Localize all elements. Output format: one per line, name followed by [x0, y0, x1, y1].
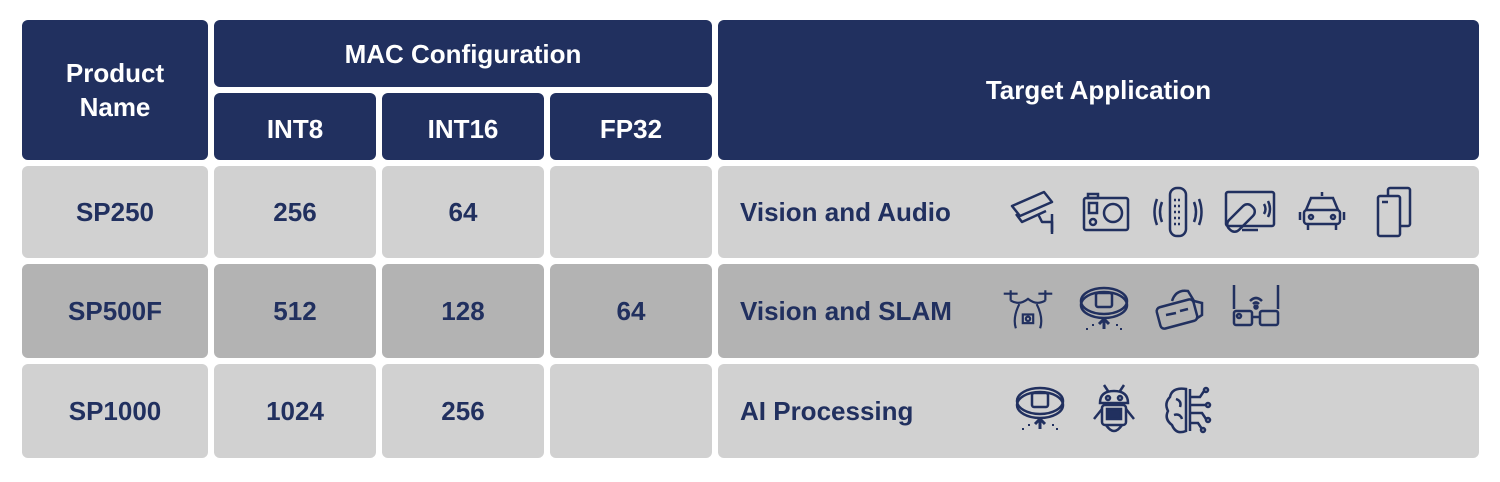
product-name: SP1000 — [68, 395, 162, 426]
security-camera-icon — [1008, 182, 1060, 242]
smart-speaker-icon — [1152, 182, 1204, 242]
header-product-name: Product Name — [22, 20, 208, 160]
smart-tv-remote-icon — [1224, 182, 1276, 242]
table-row-sp250-fp32 — [550, 166, 712, 258]
product-name: SP250 — [75, 196, 155, 227]
robot-icon — [1088, 381, 1140, 441]
header-mac-configuration-label: MAC Configuration — [344, 38, 582, 69]
int8-value: 512 — [273, 295, 317, 326]
table-row-sp500f-application: Vision and SLAM — [718, 264, 1479, 358]
header-int16: INT16 — [382, 93, 544, 160]
header-target-application-label: Target Application — [985, 75, 1212, 105]
application-label: AI Processing — [740, 395, 914, 426]
table-row-sp250-int8: 256 — [214, 166, 376, 258]
robot-vacuum-icon — [1014, 381, 1066, 441]
table-row-sp250-product: SP250 — [22, 166, 208, 258]
table-row-sp1000-int8: 1024 — [214, 364, 376, 458]
int8-value: 256 — [273, 196, 317, 227]
application-label: Vision and SLAM — [740, 295, 952, 326]
car-sensor-icon — [1296, 182, 1348, 242]
vr-headset-icon — [1154, 281, 1206, 341]
table-row-sp500f-int16: 128 — [382, 264, 544, 358]
int16-value: 256 — [441, 395, 485, 426]
header-int8: INT8 — [214, 93, 376, 160]
table-row-sp1000-int16: 256 — [382, 364, 544, 458]
product-name: SP500F — [68, 295, 162, 326]
int16-value: 128 — [441, 295, 485, 326]
drone-icon — [1002, 281, 1054, 341]
smartphone-icon — [1368, 182, 1420, 242]
table-row-sp1000-product: SP1000 — [22, 364, 208, 458]
ai-brain-icon — [1162, 381, 1214, 441]
header-product-name-label: Product Name — [65, 58, 165, 122]
table-row-sp500f-int8: 512 — [214, 264, 376, 358]
header-int16-label: INT16 — [427, 113, 499, 144]
table-row-sp250-int16: 64 — [382, 166, 544, 258]
table-row-sp1000-application: AI Processing — [718, 364, 1479, 458]
fp32-value: 64 — [616, 295, 646, 326]
header-fp32-label: FP32 — [599, 113, 663, 144]
header-fp32: FP32 — [550, 93, 712, 160]
int8-value: 1024 — [266, 395, 324, 426]
int16-value: 64 — [448, 196, 478, 227]
smart-glasses-icon — [1230, 281, 1282, 341]
table-row-sp1000-fp32 — [550, 364, 712, 458]
header-target-application: Target Application — [718, 20, 1479, 160]
application-label: Vision and Audio — [740, 196, 951, 227]
robot-vacuum-icon — [1078, 281, 1130, 341]
header-mac-configuration: MAC Configuration — [214, 20, 712, 87]
table-row-sp250-application: Vision and Audio — [718, 166, 1479, 258]
table-row-sp500f-product: SP500F — [22, 264, 208, 358]
table-row-sp500f-fp32: 64 — [550, 264, 712, 358]
header-int8-label: INT8 — [266, 113, 324, 144]
action-camera-icon — [1080, 182, 1132, 242]
